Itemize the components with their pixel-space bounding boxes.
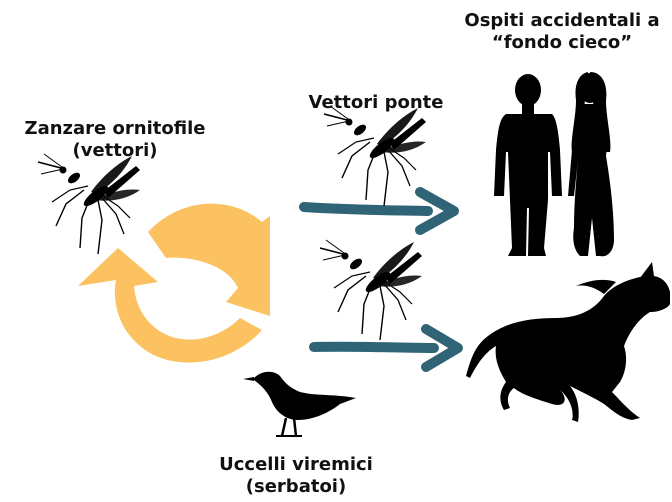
- label-accidental-hosts: Ospiti accidentali a “fondo cieco”: [446, 10, 672, 53]
- label-bridge-vectors: Vettori ponte: [296, 92, 456, 114]
- label-accidental-hosts-line1: Ospiti accidentali a: [446, 10, 672, 32]
- human-icon: [568, 72, 614, 256]
- bird-icon: [243, 372, 356, 436]
- mosquito-icon: [324, 106, 426, 206]
- mosquito-icon: [320, 240, 422, 340]
- mosquito-icon: [38, 154, 140, 254]
- bridge-arrow-bottom: [314, 329, 458, 367]
- label-ornithophilic-mosquitoes: Zanzare ornitofile (vettori): [4, 118, 226, 161]
- transmission-cycle: [78, 204, 270, 363]
- bridge-arrow-top: [304, 192, 454, 230]
- label-ornithophilic-mosquitoes-line2: (vettori): [4, 140, 226, 162]
- label-viremic-birds-line2: (serbatoi): [196, 476, 396, 498]
- human-icon: [494, 74, 562, 256]
- horse-icon: [466, 262, 670, 422]
- label-viremic-birds: Uccelli viremici (serbatoi): [196, 454, 396, 497]
- label-accidental-hosts-line2: “fondo cieco”: [446, 32, 672, 54]
- label-ornithophilic-mosquitoes-line1: Zanzare ornitofile: [4, 118, 226, 140]
- label-bridge-vectors-line1: Vettori ponte: [296, 92, 456, 114]
- cycle-arrow-top: [148, 204, 270, 316]
- label-viremic-birds-line1: Uccelli viremici: [196, 454, 396, 476]
